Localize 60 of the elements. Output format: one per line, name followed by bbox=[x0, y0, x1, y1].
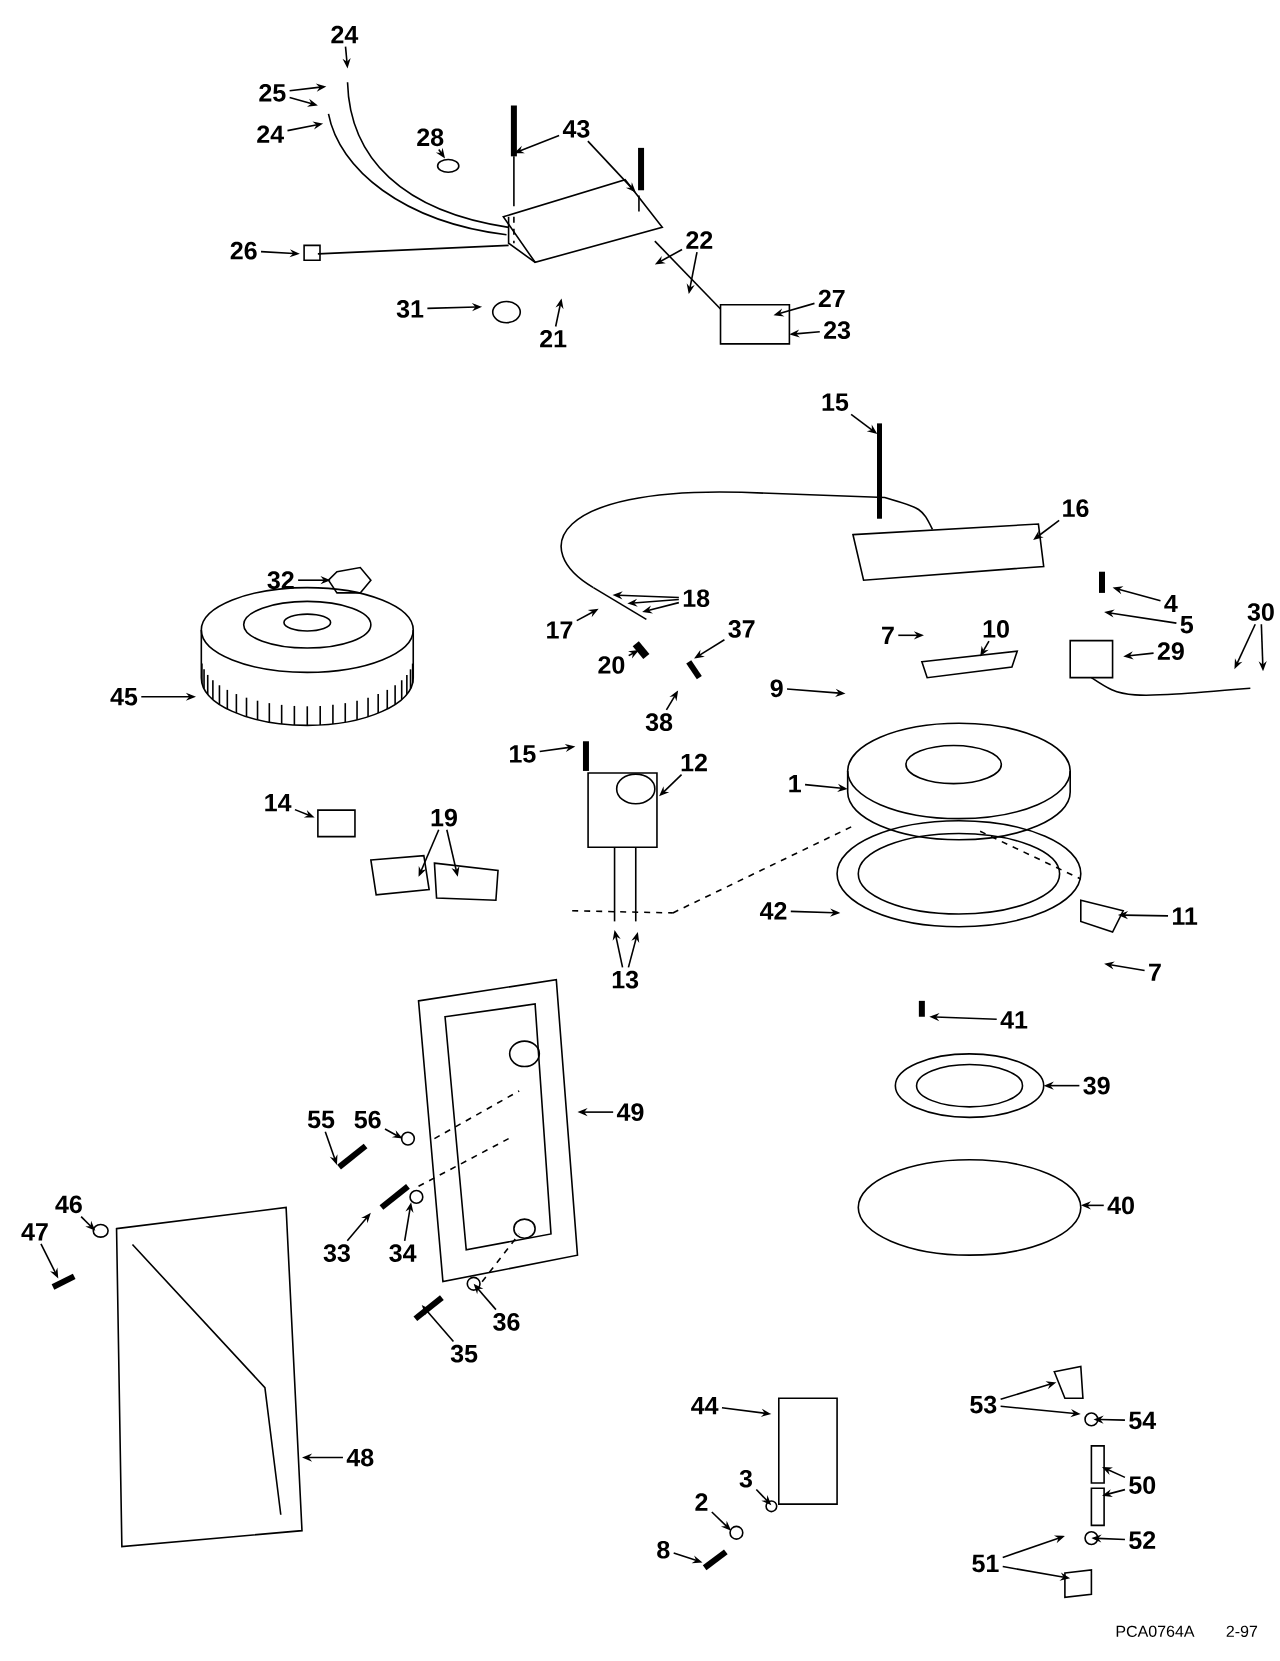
callout-number: 40 bbox=[1107, 1196, 1134, 1215]
callout-number: 8 bbox=[657, 1540, 670, 1559]
callout-number: 30 bbox=[1247, 603, 1274, 621]
callout-number: 45 bbox=[110, 688, 138, 706]
callout-number: 24 bbox=[257, 125, 284, 143]
callout-number: 24 bbox=[331, 25, 359, 44]
callout-number: 11 bbox=[1173, 907, 1198, 925]
callout-number: 15 bbox=[822, 393, 849, 411]
callout-number: 10 bbox=[983, 620, 1009, 638]
callout-number: 50 bbox=[1129, 1476, 1156, 1494]
callout-number: 36 bbox=[493, 1313, 520, 1331]
callout-number: 21 bbox=[540, 329, 567, 348]
reference-code: 2-97 bbox=[1226, 1625, 1258, 1637]
callout-number: 2 bbox=[695, 1493, 708, 1511]
callout-number: 4 bbox=[1164, 594, 1178, 613]
callout-number: 17 bbox=[547, 621, 573, 639]
callout-number: 16 bbox=[1063, 499, 1089, 517]
callout-number: 43 bbox=[562, 119, 590, 138]
callout-number: 31 bbox=[396, 300, 424, 318]
callout-number: 12 bbox=[681, 753, 707, 772]
callout-number: 32 bbox=[267, 571, 294, 590]
callout-number: 23 bbox=[824, 321, 851, 339]
callout-number: 15 bbox=[510, 745, 536, 763]
callout-number: 52 bbox=[1129, 1531, 1156, 1550]
callout-number: 46 bbox=[55, 1195, 82, 1214]
callout-number: 7 bbox=[882, 626, 894, 644]
callout-number: 1 bbox=[789, 775, 801, 793]
callout-number: 3 bbox=[739, 1469, 752, 1488]
callout-number: 5 bbox=[1180, 616, 1193, 634]
callout-number: 35 bbox=[450, 1344, 478, 1363]
callout-number: 28 bbox=[417, 128, 444, 147]
callout-number: 14 bbox=[265, 794, 292, 812]
callout-number: 56 bbox=[354, 1110, 381, 1129]
callout-number: 53 bbox=[970, 1395, 997, 1414]
callout-number: 33 bbox=[323, 1244, 350, 1262]
callout-number: 37 bbox=[728, 620, 755, 638]
callout-number: 20 bbox=[598, 656, 625, 674]
callout-number: 18 bbox=[683, 589, 710, 608]
callout-number: 9 bbox=[770, 679, 783, 698]
callout-number: 49 bbox=[616, 1103, 644, 1121]
callout-number: 48 bbox=[346, 1448, 374, 1467]
callout-number: 26 bbox=[230, 241, 257, 260]
reference-code: PCA0764A bbox=[1116, 1625, 1195, 1637]
callout-number: 7 bbox=[1149, 963, 1161, 981]
callout-number: 13 bbox=[612, 970, 639, 989]
callout-number: 19 bbox=[431, 808, 457, 827]
callout-number: 55 bbox=[307, 1110, 335, 1129]
callout-number: 34 bbox=[389, 1244, 417, 1262]
callout-number: 54 bbox=[1129, 1411, 1157, 1430]
callout-number: 51 bbox=[972, 1554, 999, 1573]
callout-number: 39 bbox=[1083, 1076, 1110, 1095]
callout-number: 27 bbox=[818, 289, 845, 308]
callout-number: 47 bbox=[21, 1223, 48, 1241]
callout-number: 25 bbox=[259, 83, 286, 102]
callout-number: 38 bbox=[645, 713, 673, 732]
callout-number: 41 bbox=[1000, 1011, 1028, 1029]
callout-number: 22 bbox=[686, 231, 713, 249]
callout-number: 29 bbox=[1157, 642, 1184, 661]
callout-number: 42 bbox=[759, 902, 787, 920]
callout-number: 44 bbox=[691, 1397, 719, 1415]
